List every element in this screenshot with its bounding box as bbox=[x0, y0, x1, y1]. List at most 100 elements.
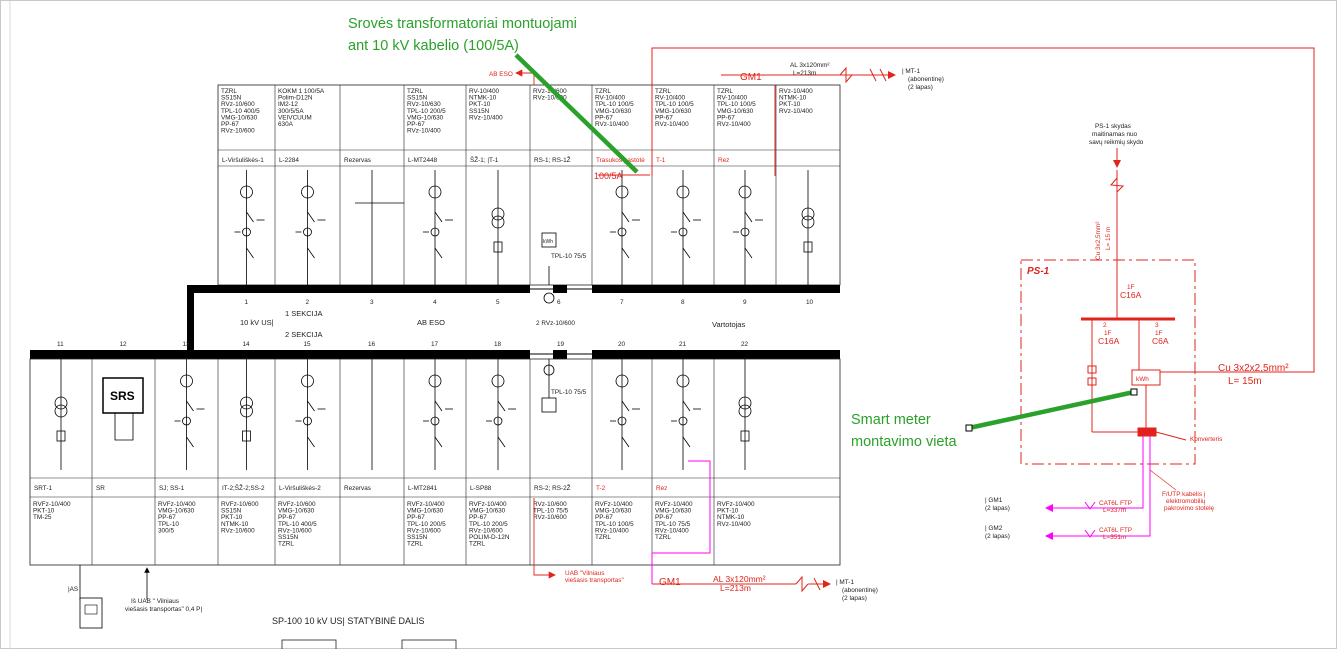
top-cell-10-number: 10 bbox=[806, 299, 814, 306]
mt1-bottom-1: | MT-1 bbox=[836, 579, 854, 586]
ps1-b2-n: 2 bbox=[1103, 322, 1107, 329]
bottom-cell-18-number: 18 bbox=[494, 341, 502, 348]
gm1-net-2: (2 lapas) bbox=[985, 505, 1010, 512]
from-uab-line2: viešasis transportas" 0,4 P| bbox=[125, 606, 202, 613]
top-cell-7-name: Trasukos pastotė bbox=[596, 157, 645, 164]
bottom-cell-21-number: 21 bbox=[679, 341, 687, 348]
gm2-net-1: | GM2 bbox=[985, 525, 1003, 532]
bottom-cell-11-number: 11 bbox=[57, 341, 64, 348]
bus-section-1 bbox=[190, 285, 530, 293]
top-cell-1-name: L-Viršuliškės-1 bbox=[222, 157, 264, 164]
bottom-cell-21-name: Rez bbox=[656, 485, 667, 492]
bottom-cell-15-number: 15 bbox=[304, 341, 312, 348]
bus-coupler-6: kWh bbox=[530, 232, 592, 304]
red-feed-network bbox=[598, 47, 1315, 373]
uab-line2: viešasis transportas" bbox=[565, 577, 624, 584]
ps1-b3-a: 1F bbox=[1155, 330, 1163, 337]
bus-section-2b bbox=[592, 350, 840, 359]
cat2: CAT6L FTP bbox=[1099, 527, 1132, 534]
us-label: 10 kV US| bbox=[240, 318, 274, 327]
rvz-label: 2 RVz-10/600 bbox=[536, 320, 575, 327]
drawing-title: SP-100 10 kV US| STATYBINĖ DALIS bbox=[272, 616, 425, 626]
bus-section-1b bbox=[592, 285, 840, 293]
top-cell-5-number: 5 bbox=[496, 299, 500, 306]
sekcija-1-label: 1 SEKCIJA bbox=[285, 309, 323, 318]
tpl-bottom-label: TPL-10 75/5 bbox=[551, 389, 587, 396]
cable-bottom-gm1 bbox=[652, 575, 831, 593]
top-cell-6-number: 6 bbox=[557, 299, 561, 306]
top-cell-3-name: Rezervas bbox=[344, 157, 371, 164]
top-cell-4-name: L-MT2448 bbox=[408, 157, 438, 164]
ps1-cu-right: Cu 3x2x2,5mm² bbox=[1218, 363, 1289, 374]
ps1-supply-note: PS-1 skydas maitinamas nuo savų reikmių … bbox=[1089, 123, 1144, 290]
magenta-feed bbox=[651, 460, 711, 584]
sekcija-2-label: 2 SEKCIJA bbox=[285, 330, 323, 339]
as-label: |AS bbox=[68, 586, 78, 593]
mt1-top-2: (abonentinę) bbox=[908, 76, 944, 83]
bottom-cell-14-number: 14 bbox=[243, 341, 251, 348]
from-uab-line1: Iš UAB " Vilniaus bbox=[131, 598, 179, 605]
ps1-panel: PS-1 1F C16A 2 1F C16A 3 1F C6A kWh Konv… bbox=[1020, 259, 1289, 465]
top-cell-5-name: ŠŽ-1; |T-1 bbox=[470, 155, 499, 164]
cat2-l: L=351m bbox=[1103, 534, 1126, 541]
ps1-l-vertical: L= 15 m bbox=[1105, 227, 1112, 250]
top-cell-2-number: 2 bbox=[306, 299, 310, 306]
gm2-net-2: (2 lapas) bbox=[985, 533, 1010, 540]
gm1-net-1: | GM1 bbox=[985, 497, 1003, 504]
bottom-switchgear-table bbox=[29, 358, 841, 566]
srs-block: SRS bbox=[102, 377, 144, 441]
ab-eso-top-label: AB ESO bbox=[489, 71, 513, 78]
top-cell-6-name: RS-1; RS-1Ž bbox=[534, 155, 571, 164]
ps1-b2-a: 1F bbox=[1104, 330, 1112, 337]
bus-tie-vertical bbox=[187, 285, 194, 353]
cat1-l: L=337m bbox=[1103, 507, 1126, 514]
ps1-supply-3: savų reikmių skydo bbox=[1089, 139, 1144, 146]
bottom-cell-16-name: Rezervas bbox=[344, 485, 371, 492]
bottom-cell-20-name: T-2 bbox=[596, 485, 606, 492]
top-cell-1-number: 1 bbox=[245, 299, 249, 306]
ps1-kwh: kWh bbox=[1136, 376, 1149, 383]
tpl-top-label: TPL-10 75/5 bbox=[551, 253, 587, 260]
ps1-supply-1: PS-1 skydas bbox=[1095, 123, 1131, 130]
uab-feed-arrow: UAB "Vilniaus viešasis transportas" bbox=[533, 498, 624, 584]
bottom-cell-16-number: 16 bbox=[368, 341, 376, 348]
bottom-cell-12-name: SR bbox=[96, 485, 105, 492]
bottom-cell-13-name: SJ; SS-1 bbox=[159, 485, 185, 492]
bottom-cell-20-number: 20 bbox=[618, 341, 626, 348]
srs-label: SRS bbox=[110, 389, 135, 403]
ps1-b1-b: C16A bbox=[1120, 290, 1142, 300]
smart-meter-annotation: Smart meter montavimo vieta bbox=[851, 388, 1138, 450]
mt1-top-1: | MT-1 bbox=[902, 68, 920, 75]
cable-break-top bbox=[839, 66, 896, 84]
ct-line-2: ant 10 kV kabelio (100/5A) bbox=[348, 38, 519, 54]
bottom-cell-11-name: SRT-1 bbox=[34, 485, 52, 492]
top-cell-3-number: 3 bbox=[370, 299, 374, 306]
bottom-cell-22-number: 22 bbox=[741, 341, 749, 348]
bottom-cell-19-name: RS-2; RS-2Ž bbox=[534, 483, 571, 492]
mt1-top-3: (2 lapas) bbox=[908, 84, 933, 91]
